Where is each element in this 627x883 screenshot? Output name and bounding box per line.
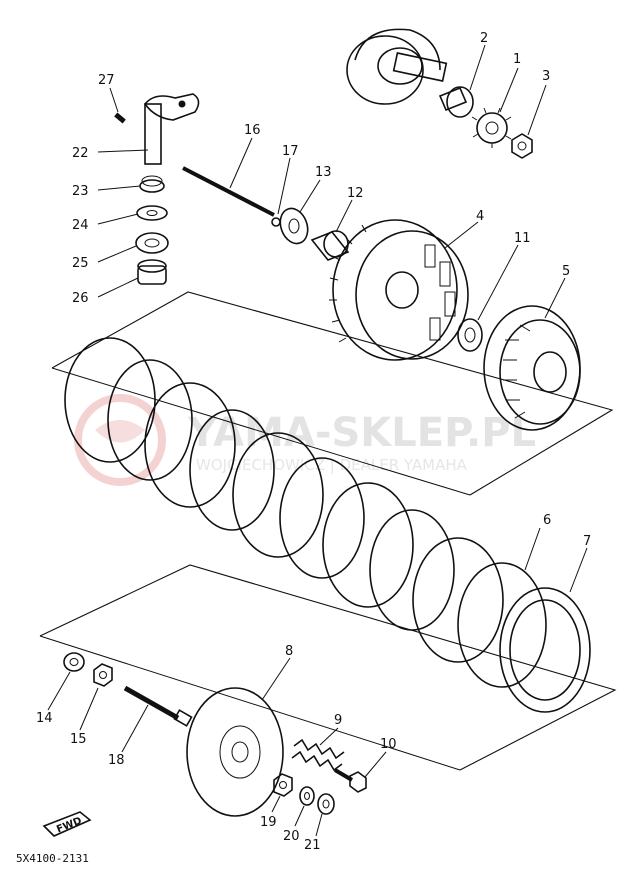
washer-part-21	[317, 793, 335, 815]
spring-clip-part-23	[139, 175, 165, 193]
steel-plate-1	[107, 359, 193, 481]
bolt-part-10	[333, 768, 367, 793]
clutch-boss-part-5	[483, 305, 581, 431]
plate-stack	[64, 337, 504, 663]
part-label-21: 21	[304, 838, 321, 853]
part-label-16: 16	[244, 123, 261, 138]
part-label-17: 17	[282, 144, 299, 159]
nut-part-19	[273, 773, 293, 797]
part-label-2: 2	[480, 31, 488, 46]
part-label-12: 12	[347, 186, 364, 201]
fwd-arrow-icon: FWD	[42, 811, 92, 837]
watermark-logo	[74, 394, 166, 486]
part-label-26: 26	[72, 291, 89, 306]
part-label-3: 3	[542, 69, 550, 84]
pin-part-27	[114, 112, 126, 124]
part-label-5: 5	[562, 264, 570, 279]
friction-plate-3	[232, 432, 324, 558]
push-lever-part-22	[143, 93, 200, 165]
part-labels: 1 2 3 4 5 6 7 8 9 10 11 12 13 14 15 16 1…	[36, 31, 591, 853]
part-label-14: 14	[36, 711, 53, 726]
watermark-subtitle: WOJCIECHOWICZ | DEALER YAMAHA	[196, 456, 468, 474]
washer-part-14	[63, 652, 85, 672]
friction-plate-1	[64, 337, 156, 463]
part-label-8: 8	[285, 644, 293, 659]
fwd-label: FWD	[55, 815, 83, 835]
watermark-title: YAMA-SKLEP.PL	[187, 410, 536, 456]
thrust-washer-part-13	[279, 207, 309, 245]
upper-frame	[51, 291, 614, 496]
part-label-6: 6	[543, 513, 551, 528]
washer-part-20	[299, 786, 315, 806]
steel-plate-part-6	[457, 562, 547, 688]
ball-part-17	[271, 217, 281, 227]
watermark: YAMA-SKLEP.PL WOJCIECHOWICZ | DEALER YAM…	[74, 394, 536, 486]
part-label-25: 25	[72, 256, 89, 271]
collar-part-2	[438, 86, 474, 118]
clutch-spring-part-9	[291, 738, 345, 772]
steel-plate-3	[279, 457, 365, 579]
part-label-11: 11	[514, 231, 531, 246]
part-label-24: 24	[72, 218, 89, 233]
friction-plate-5	[412, 537, 504, 663]
pressure-plate-part-8	[186, 687, 284, 817]
leader-lines	[47, 44, 588, 837]
spacer-part-12	[310, 230, 350, 261]
clutch-housing-shaft	[346, 28, 448, 105]
part-label-20: 20	[283, 829, 300, 844]
part-label-13: 13	[315, 165, 332, 180]
push-rod-part-16	[182, 166, 275, 217]
part-label-22: 22	[72, 146, 89, 161]
steel-plate-2	[189, 409, 275, 531]
part-label-23: 23	[72, 184, 89, 199]
nut-part-3	[511, 133, 533, 159]
part-label-15: 15	[70, 732, 87, 747]
washer-part-11	[457, 318, 483, 352]
part-label-1: 1	[513, 52, 521, 67]
bearing-part-25	[135, 232, 169, 254]
part-label-9: 9	[334, 713, 342, 728]
part-label-19: 19	[260, 815, 277, 830]
nut-part-15	[93, 663, 113, 687]
pinion-gear-part-1	[471, 107, 512, 148]
push-rod-part-18	[123, 685, 193, 727]
steel-plate-4	[369, 509, 455, 631]
needle-bearing-part-26	[137, 259, 167, 285]
part-label-27: 27	[98, 73, 115, 88]
clutch-housing-part-4	[329, 219, 469, 361]
washer-part-24	[136, 205, 168, 221]
part-label-18: 18	[108, 753, 125, 768]
part-label-10: 10	[380, 737, 397, 752]
part-label-7: 7	[583, 534, 591, 549]
friction-plate-part-7	[499, 587, 591, 713]
friction-plate-4	[322, 482, 414, 608]
part-label-4: 4	[476, 209, 484, 224]
diagram-code: 5X4100-2131	[16, 852, 89, 865]
lower-frame	[39, 564, 617, 771]
